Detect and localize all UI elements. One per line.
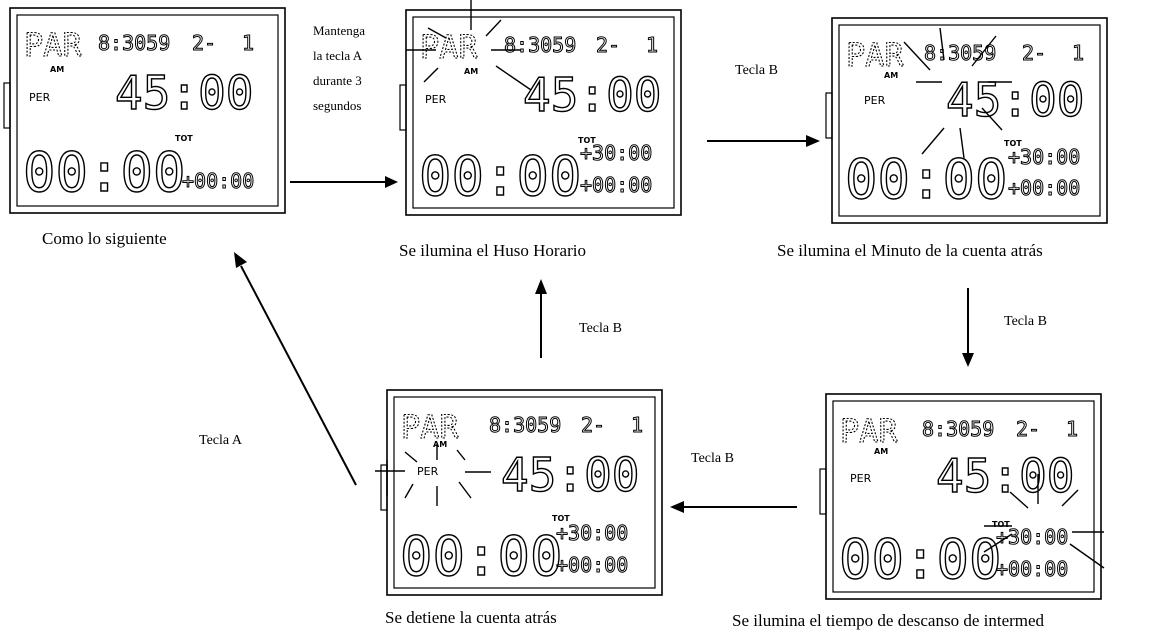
lcd-ampm-text: AM [464, 67, 478, 76]
lcd-clock-text: 8:3059 [489, 413, 561, 437]
arrow-p4-to-p1 [234, 252, 357, 486]
lcd-clock-text: 8:3059 [504, 33, 576, 57]
watch-panel-3: PAR 8:3059 2- 1 AM 45:00 PER 00:00 TOT +… [825, 17, 1108, 224]
highlight-rays [983, 474, 1105, 569]
lcd-offset-top-text: +30:00 [580, 141, 652, 165]
note-line: la tecla A [313, 48, 363, 63]
lcd-timer-text: 45:00 [523, 68, 661, 122]
hold-key-note: Mantenga la tecla A durante 3 segundos [313, 18, 417, 118]
lcd-offset-bottom-text: +00:00 [996, 557, 1068, 581]
watch-panel-1: PAR 8:3059 2- 1 AM 45:00 PER 00:00 TOT +… [3, 7, 286, 214]
caption-panel-5: Se ilumina el tiempo de descanso de inte… [732, 611, 1045, 630]
arrow-p5-to-p4 [670, 501, 797, 513]
lcd-offset-bottom-text: +00:00 [556, 553, 628, 577]
caption-panel-1: Como lo siguiente [42, 229, 167, 248]
lcd-per-text: PER [864, 94, 886, 107]
note-line: durante 3 [313, 73, 362, 88]
watch-panel-2: PAR 8:3059 2- 1 AM 45:00 PER 00:00 TOT +… [399, 0, 682, 216]
lcd-day-text: 2- [192, 31, 216, 55]
lcd-main-time-text: 00:00 [839, 528, 1002, 591]
lcd-timer-text: 45:00 [115, 66, 253, 120]
note-line: segundos [313, 98, 362, 113]
lcd-timer-text: 45:00 [936, 449, 1074, 503]
label-p5-to-p4: Tecla B [691, 451, 734, 466]
lcd-main-time-text: 00:00 [419, 145, 582, 208]
lcd-offset-bottom-text: +00:00 [580, 173, 652, 197]
lcd-tot-text: TOT [1004, 139, 1022, 148]
lcd-clock-text: 8:3059 [924, 41, 996, 65]
lcd-timer-text: 45:00 [946, 73, 1084, 127]
lcd-per-text: PER [417, 465, 439, 478]
lcd-main-time-text: 00:00 [845, 148, 1008, 211]
lcd-timer-text: 45:00 [501, 448, 639, 502]
watch-panel-4: PAR 8:3059 2- 1 AM 45:00 PER 00:00 TOT +… [375, 389, 663, 596]
arrow-p1-to-p2 [290, 176, 398, 188]
lcd-tot-text: TOT [552, 514, 570, 523]
lcd-offset-top-text: +30:00 [556, 521, 628, 545]
lcd-zone-text: PAR [401, 408, 460, 446]
lcd-ampm-text: AM [433, 440, 447, 449]
lcd-tot-text: TOT [175, 134, 193, 143]
lcd-tot-text: TOT [578, 136, 596, 145]
lcd-clock-text: 8:3059 [922, 417, 994, 441]
lcd-zone-text: PAR [24, 26, 83, 64]
highlight-rays [406, 0, 532, 91]
lcd-offset-bottom-text: +00:00 [182, 169, 254, 193]
lcd-zone-text: PAR [840, 412, 899, 450]
lcd-clock-text: 8:3059 [98, 31, 170, 55]
highlight-rays [903, 27, 1012, 159]
lcd-per-text: PER [850, 472, 872, 485]
lcd-day-text: 2- [596, 33, 620, 57]
arrow-p3-to-p5 [962, 288, 974, 367]
lcd-mark-text: 1 [1072, 41, 1084, 65]
lcd-zone-text: PAR [420, 28, 479, 66]
lcd-per-text: PER [425, 93, 447, 106]
lcd-mark-text: 1 [242, 31, 254, 55]
label-p4-to-p1: Tecla A [199, 433, 242, 448]
watch-panel-5: PAR 8:3059 2- 1 AM 45:00 PER 00:00 TOT +… [819, 393, 1105, 600]
lcd-mark-text: 1 [631, 413, 643, 437]
lcd-offset-top-text: +30:00 [1008, 145, 1080, 169]
lcd-day-text: 2- [1016, 417, 1040, 441]
lcd-main-time-text: 00:00 [400, 525, 563, 588]
lcd-per-text: PER [29, 91, 51, 104]
label-p4-to-p2: Tecla B [579, 321, 622, 336]
flow-arrows [234, 135, 974, 513]
lcd-ampm-text: AM [884, 71, 898, 80]
lcd-tot-text: TOT [992, 520, 1010, 529]
lcd-offset-bottom-text: +00:00 [1008, 176, 1080, 200]
caption-panel-2: Se ilumina el Huso Horario [399, 241, 586, 260]
label-p2-to-p3: Tecla B [735, 63, 778, 78]
note-line: Mantenga [313, 23, 365, 38]
lcd-mark-text: 1 [1066, 417, 1078, 441]
lcd-main-time-text: 00:00 [23, 141, 186, 204]
caption-panel-4: Se detiene la cuenta atrás [385, 608, 557, 627]
caption-panel-3: Se ilumina el Minuto de la cuenta atrás [777, 241, 1043, 260]
label-p3-to-p5: Tecla B [1004, 314, 1047, 329]
lcd-day-text: 2- [581, 413, 605, 437]
lcd-mark-text: 1 [646, 33, 658, 57]
lcd-ampm-text: AM [874, 447, 888, 456]
lcd-ampm-text: AM [50, 65, 64, 74]
highlight-rays [375, 444, 491, 506]
lcd-zone-text: PAR [846, 36, 905, 74]
arrow-p4-to-p2 [535, 279, 547, 358]
lcd-day-text: 2- [1022, 41, 1046, 65]
arrow-p2-to-p3 [707, 135, 820, 147]
